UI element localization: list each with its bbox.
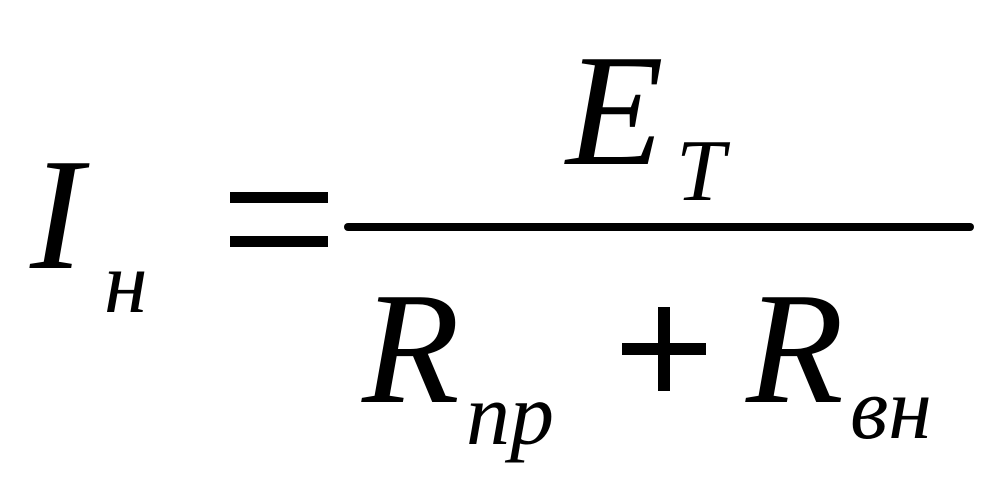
resistance-subscript-2: вн xyxy=(850,361,932,458)
current-symbol: I xyxy=(30,125,84,303)
resistance-symbol-2: R xyxy=(746,259,844,437)
emf-symbol: E xyxy=(566,21,664,199)
resistance-symbol-1: R xyxy=(362,259,460,437)
current-subscript: н xyxy=(104,235,148,332)
equals-bar-top xyxy=(230,192,328,203)
resistance-subscript-1: пр xyxy=(466,367,554,464)
emf-subscript: Т xyxy=(676,123,725,220)
plus-bar-vertical xyxy=(658,307,670,391)
equals-bar-bottom xyxy=(230,236,328,247)
fraction-bar xyxy=(344,223,974,231)
